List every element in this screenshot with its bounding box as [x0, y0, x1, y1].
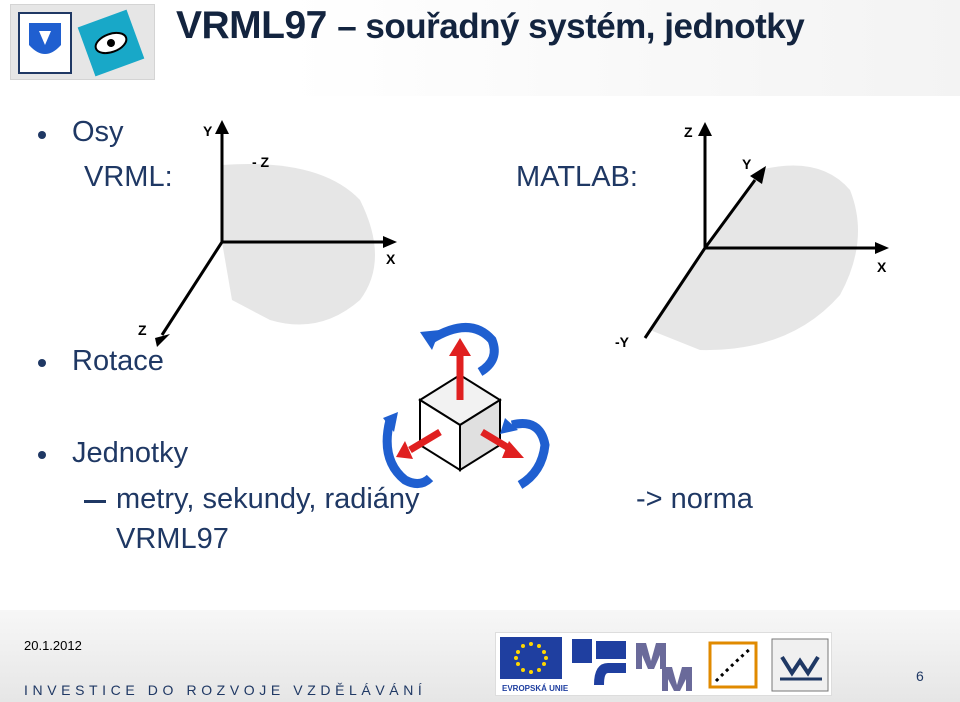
vrml-z-axis	[160, 241, 224, 336]
vrml97-text: VRML97	[116, 523, 229, 555]
rotation-cube	[382, 323, 550, 489]
page-number: 6	[916, 668, 924, 684]
msmt-logo-icon	[636, 643, 692, 691]
matlab-z-arrowhead	[698, 122, 712, 136]
bullet-dot	[38, 451, 46, 459]
university-logo	[10, 4, 155, 80]
vrml-z-label: Z	[138, 322, 147, 338]
slide-header: VRML97 – souřadný systém, jednotky	[0, 0, 960, 96]
matlab-label: MATLAB:	[516, 161, 638, 193]
sub-bullet-dash	[84, 500, 106, 503]
matlab-neg-y-axis	[643, 247, 707, 339]
bullet-dot	[38, 359, 46, 367]
title-rest: – souřadný systém, jednotky	[337, 7, 805, 46]
footer-date: 20.1.2012	[24, 638, 82, 653]
units-line: metry, sekundy, radiány	[116, 483, 420, 515]
operational-programme-logo-icon	[708, 641, 758, 689]
vrml-y-label: Y	[203, 123, 213, 139]
bullet-rotace: Rotace	[72, 345, 164, 377]
norma-link: -> norma	[636, 483, 753, 515]
slide-title: VRML97 – souřadný systém, jednotky	[176, 4, 805, 48]
bullet-osy: Osy	[72, 116, 124, 148]
vrml-minus-z-label: - Z	[252, 154, 270, 170]
vrml-x-arrowhead	[383, 236, 397, 248]
matlab-y-arrowhead	[750, 166, 766, 184]
vrml-label: VRML:	[84, 161, 173, 193]
university-mark-icon	[771, 638, 829, 692]
vrml-y-arrowhead	[215, 120, 229, 134]
funding-logos: EVROPSKÁ UNIE	[495, 632, 832, 696]
bullet-jednotky: Jednotky	[72, 437, 189, 469]
matlab-x-label: X	[877, 259, 887, 275]
vrml-shade-plane	[222, 164, 375, 325]
matlab-y-label: Y	[742, 156, 752, 172]
title-main: VRML97	[176, 4, 327, 47]
vrml-x-label: X	[386, 251, 396, 267]
matlab-shade-plane	[650, 165, 858, 351]
matlab-z-label: Z	[684, 124, 693, 140]
matlab-y-axis	[703, 179, 757, 249]
vrml-z-arrowhead	[155, 334, 170, 347]
eu-label: EVROPSKÁ UNIE	[502, 684, 569, 693]
matlab-minus-y-label: -Y	[615, 334, 629, 350]
footer-motto: INVESTICE DO ROZVOJE VZDĚLÁVÁNÍ	[24, 682, 427, 698]
axes-illustration	[155, 120, 889, 489]
matlab-x-arrowhead	[875, 242, 889, 254]
bullet-dot	[38, 131, 46, 139]
